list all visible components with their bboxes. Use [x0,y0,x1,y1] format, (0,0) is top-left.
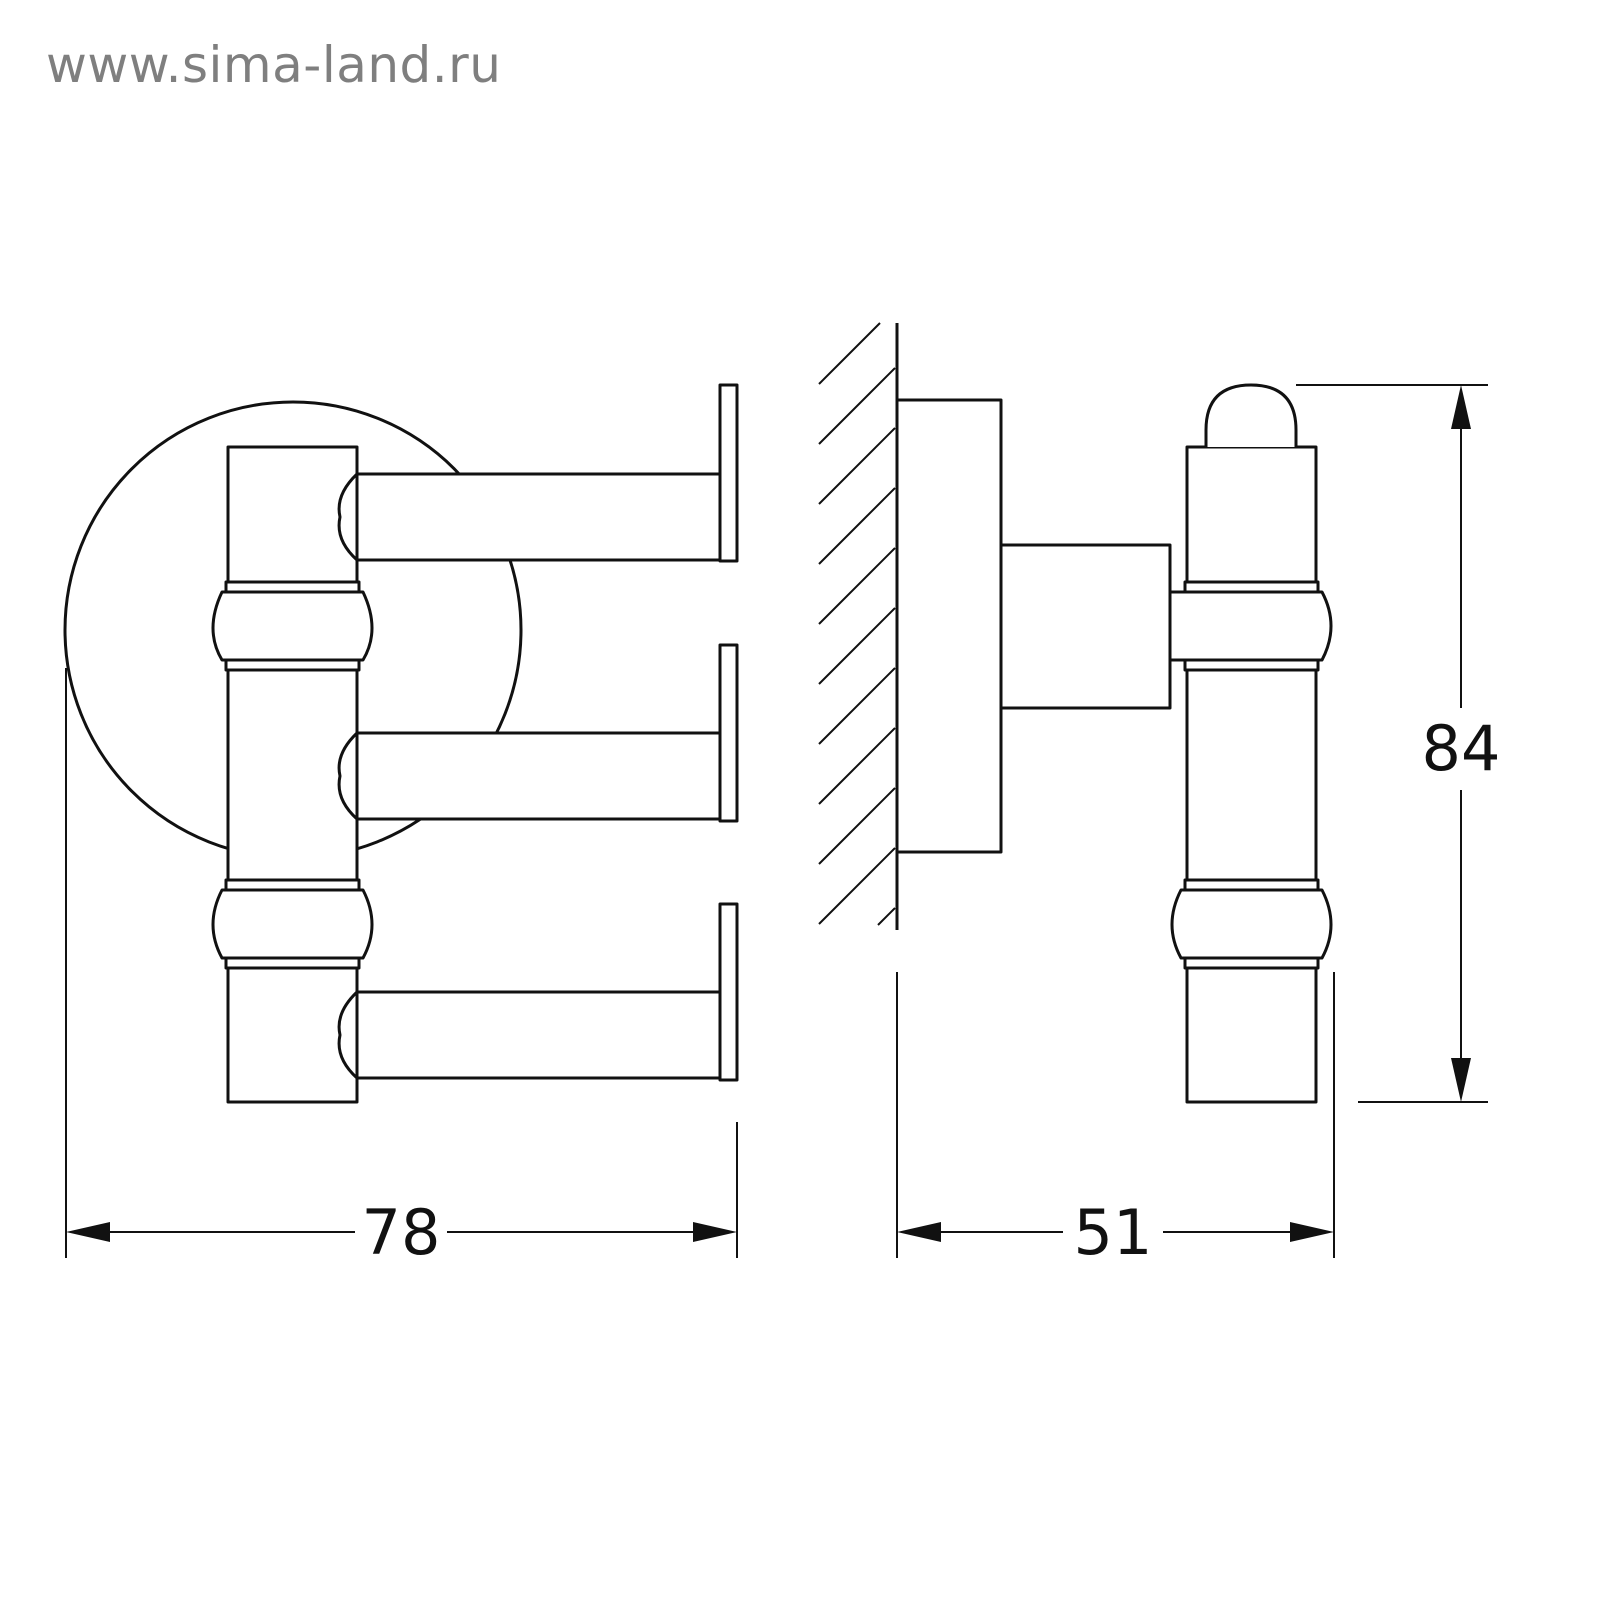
hook-arm-top [298,383,739,563]
connecting-arm [999,543,1192,710]
wall-hatching [818,322,896,926]
hook-arm-middle [298,643,739,823]
dimension-height: 84 [1296,384,1501,1103]
dimension-width: 78 [65,668,738,1269]
side-view [818,322,1333,1104]
width-value: 78 [362,1196,441,1269]
hinge-body [211,445,374,1104]
site-watermark: www.sima-land.ru [46,36,502,94]
front-view [63,383,739,1104]
height-value: 84 [1422,712,1501,785]
side-hinge-body [1168,383,1333,1104]
depth-value: 51 [1074,1196,1153,1269]
base-plate [895,398,1003,854]
dimension-depth: 51 [896,972,1335,1269]
